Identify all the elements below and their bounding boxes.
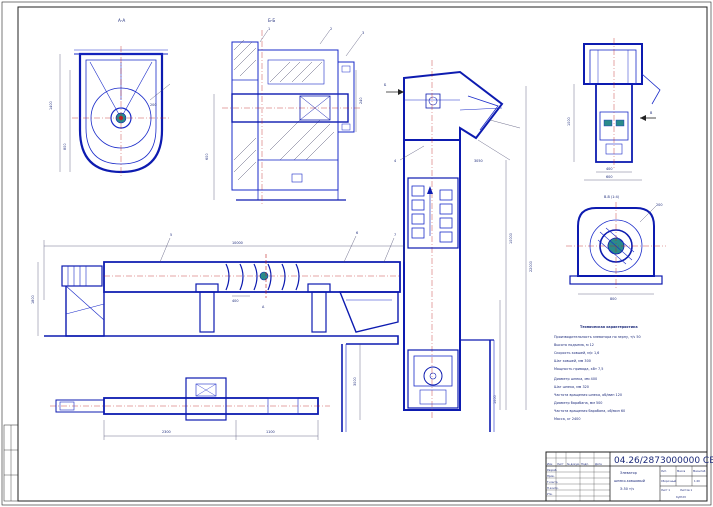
dim-boot-height: 1000 (493, 395, 497, 404)
arrow-b-label: Б (384, 83, 387, 87)
dim-col-height: 10000 (509, 233, 513, 244)
dim-b-bearing: 240 (359, 98, 363, 104)
arrow-a-label: А (262, 305, 265, 309)
dim-plan-left: 2300 (162, 430, 171, 434)
pos-2-label: 2 (330, 27, 332, 31)
tb-row-date: Дата (595, 462, 602, 466)
tb-org: КубГАУ (676, 495, 686, 499)
spec-row-11: Масса, кг 2400 (554, 417, 581, 421)
tb-sheet-type: Сборочный (661, 479, 677, 483)
tb-row-izm: Изм (547, 462, 552, 466)
pos-6-label: 6 (356, 231, 358, 235)
tb-row-sign: Подп. (581, 462, 589, 466)
dim-conveyor-height: 1800 (31, 295, 35, 304)
dim-plan-right: 1100 (266, 430, 275, 434)
section-v-label: В-В (1:4) (604, 195, 620, 199)
dim-pit-depth: 3000 (353, 377, 357, 386)
view-plan: 2300 1100 (50, 377, 330, 440)
spec-row-9: Диаметр барабана, мм 500 (554, 401, 602, 405)
tb-sheet: Лист 1 (661, 488, 670, 492)
spec-row-8: Частота вращения шнека, об/мин 120 (554, 393, 622, 397)
arrow-v-label: В (650, 111, 653, 115)
spec-row-2: Высота подъема, м 12 (554, 343, 594, 347)
spec-row-1: Производительность элеватора по зерну, т… (554, 335, 641, 339)
tb-role-ncontr: Н.контр. (547, 486, 559, 490)
drawing-designation: 04.26/2873000000 СБ (614, 456, 713, 466)
dim-v-width: 800 (610, 297, 616, 301)
spec-row-5: Мощность привода, кВт 7,5 (554, 367, 603, 371)
view-section-b: Б-Б (205, 18, 364, 206)
pos-4-label: 4 (394, 159, 396, 163)
dim-head-outer: 600 (606, 175, 612, 179)
title-block: Изм Лист № докум. Подп. Дата Разраб. Про… (545, 451, 713, 502)
tb-row-list: Лист (557, 462, 564, 466)
drawing-title-2: шнеко-ковшовый (614, 479, 645, 483)
dim-v-radius: 200 (656, 203, 662, 207)
pos-5-label: 5 (170, 233, 172, 237)
dim-b-height: 600 (205, 154, 209, 160)
view-section-v: В-В (1:4) 200 800 (566, 195, 666, 301)
tb-col-mass: Масса (677, 469, 686, 473)
tb-col-scale: Масштаб (693, 469, 706, 473)
view-screw-conveyor: 10000 А (31, 231, 495, 432)
pos-1-label: 1 (268, 27, 270, 31)
pos-3-label: 3 (362, 31, 364, 35)
view-head-front: В 400 600 1000 (567, 38, 661, 181)
dim-head-col: 1000 (567, 117, 571, 126)
spec-block: Техническая характеристика Производитель… (554, 325, 641, 421)
dim-head-width: 400 (606, 167, 612, 171)
tb-row-doc: № докум. (567, 463, 580, 466)
spec-row-10: Частота вращения барабана, об/мин 60 (554, 409, 625, 413)
spec-heading: Техническая характеристика (580, 325, 638, 329)
view-elevator-column: Б 4 10000 22000 1000 3050 (384, 60, 533, 420)
dim-conveyor-length: 10000 (232, 241, 243, 245)
dim-total-height: 22000 (529, 261, 533, 272)
drawing-title-1: Элеватор (620, 471, 637, 475)
spec-row-6: Диаметр шнека, мм 400 (554, 377, 597, 381)
dim-a-radius: 200 (150, 103, 156, 107)
tb-role-check: Пров. (547, 474, 555, 478)
spec-row-3: Скорость ковшей, м/с 1,6 (554, 351, 599, 355)
dim-a-height: 1400 (49, 101, 53, 110)
view-section-a: А-А 1400 800 200 (49, 18, 171, 178)
section-b-label: Б-Б (268, 18, 275, 23)
tb-role-tcontr: Т.контр. (547, 480, 558, 484)
dim-a-inner: 800 (63, 144, 67, 150)
spec-row-7: Шаг шнека, мм 320 (554, 385, 589, 389)
pos-7-label: 7 (394, 233, 396, 237)
tb-col-lit: Лит. (661, 469, 667, 473)
spec-row-4: Шаг ковшей, мм 300 (554, 359, 591, 363)
tb-scale-value: 1:20 (694, 479, 700, 483)
drawing-title-3: Э-50 т/ч (620, 487, 634, 491)
tb-sheets: Листов 1 (680, 488, 693, 492)
tb-role-approve: Утв. (547, 492, 553, 496)
dim-screw-pitch: 400 (232, 299, 238, 303)
dim-head: 3050 (474, 159, 483, 163)
tb-role-dev: Разраб. (547, 468, 557, 472)
section-a-label: А-А (118, 18, 125, 23)
